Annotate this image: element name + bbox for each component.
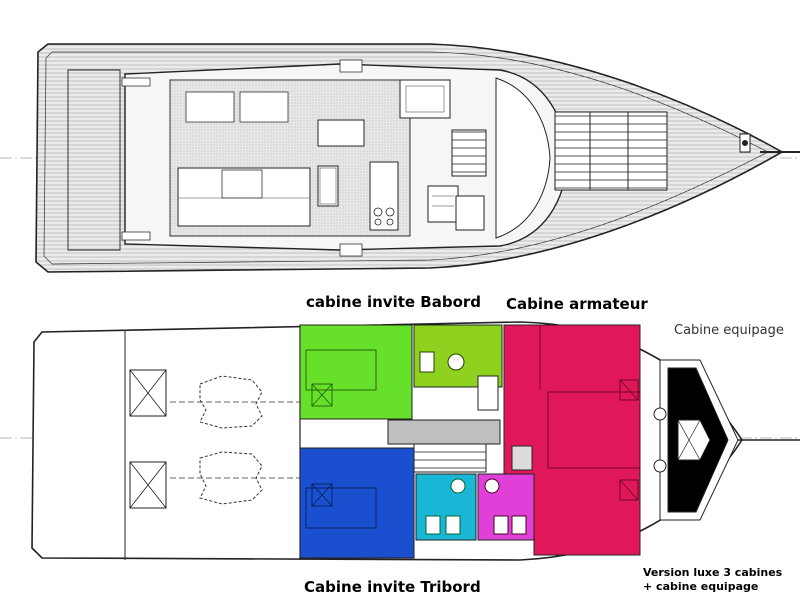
helm-seat [399,79,451,119]
deck-plan-top [0,43,800,273]
cushion [185,91,235,123]
version-note-line2: + cabine equipage [643,580,759,593]
toilet-icon [493,515,509,535]
toilet-icon [653,459,667,473]
cabin-tribord-zone [299,447,415,559]
washbasin-icon [447,353,465,371]
stove-burner-icon [385,207,395,217]
cushion [239,91,289,123]
sink-icon [445,515,461,535]
corridor-zone [387,419,501,445]
label-cabine-invite-tribord: Cabine invite Tribord [304,578,481,596]
hatch-icon [619,479,639,501]
aft-deck [67,69,121,251]
berth-armateur [547,391,641,469]
cleat [121,231,151,241]
cabin-babord-zone [299,324,413,420]
stove-burner-icon [374,218,382,226]
accommodation-plan-bottom [0,321,800,561]
anchor-icon [742,140,748,146]
washbasin-icon [450,478,466,494]
saloon-table [221,169,263,199]
label-cabine-armateur: Cabine armateur [506,295,648,313]
companionway-stairs [451,129,487,177]
galley-counter [317,119,365,147]
crew-hatch [677,419,711,461]
windshield [495,77,551,239]
version-note: Version luxe 3 cabines + cabine equipage [643,566,782,594]
sink-icon [511,515,527,535]
berth-tribord [305,487,377,529]
engine-outline [199,451,263,505]
label-cabine-invite-babord: cabine invite Babord [306,293,482,311]
galley-stove-unit [369,161,399,231]
companionway-stairs-lower [413,443,487,473]
helm-console [427,185,459,223]
hatch-icon [311,383,333,407]
washbasin-icon [653,407,667,421]
hatch-icon [311,483,333,507]
shower-tray [511,445,533,471]
cleat [121,77,151,87]
stove-burner-icon [373,207,383,217]
stove-burner-icon [386,218,394,226]
hull-inner-line [43,51,769,265]
chart-table [455,195,485,231]
cleat [339,243,363,257]
washbasin-icon [484,478,500,494]
toilet-icon [419,351,435,373]
version-note-line1: Version luxe 3 cabines [643,566,783,579]
label-cabine-equipage: Cabine equipage [674,323,784,338]
hatch-icon [619,379,639,401]
shower-tray [477,375,499,411]
foredeck-sunpad [554,111,668,191]
cleat [339,59,363,73]
fridge [317,165,339,207]
berth-babord [305,349,377,391]
toilet-icon [425,515,441,535]
cabin-armateur-zone [503,324,641,556]
